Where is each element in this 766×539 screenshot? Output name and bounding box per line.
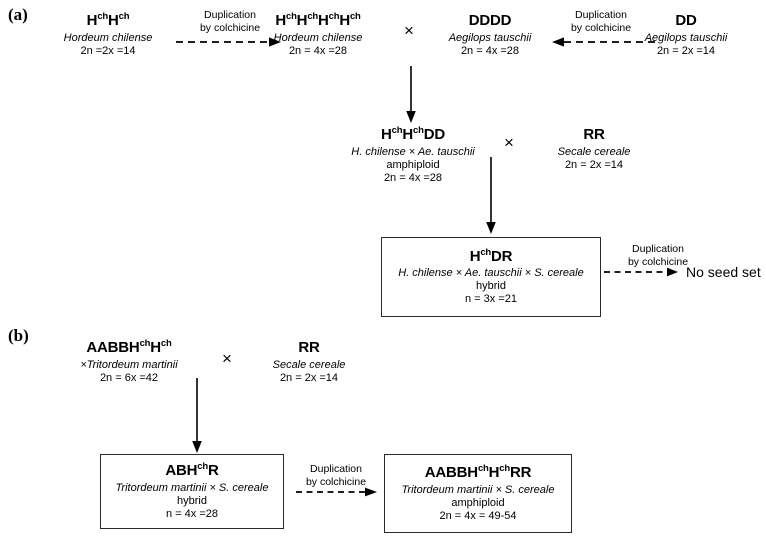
- node-ploidy: 2n = 4x = 49-54: [439, 509, 517, 522]
- arrow-caption-line2: by colchicine: [627, 255, 689, 268]
- node-ploidy: 2n =2x =14: [80, 44, 136, 57]
- arrow-caption-line1: Duplication: [204, 9, 256, 21]
- node-genome: RR: [583, 126, 605, 143]
- node-ploidy: n = 4x =28: [166, 507, 218, 520]
- node-species: Aegilops tauschii: [644, 31, 728, 44]
- cross-symbol-3: ×: [222, 349, 232, 368]
- node-secale-cereale-a: RR Secale cereale 2n = 2x =14: [528, 126, 660, 172]
- node-kind: amphiploid: [386, 158, 440, 171]
- dashed-arrow-left-1: [552, 37, 656, 47]
- node-genome: HchDR: [469, 246, 513, 265]
- node-kind: hybrid: [177, 494, 207, 507]
- node-ploidy: 2n = 6x =42: [99, 371, 159, 384]
- node-species: Hordeum chilense: [273, 31, 363, 44]
- dashed-arrow-right-2: [604, 267, 678, 277]
- node-ae-tauschii-4x: DDDD Aegilops tauschii 2n = 4x =28: [426, 12, 554, 58]
- node-genome: HchHch: [86, 11, 130, 29]
- node-genome: DDDD: [468, 12, 512, 29]
- node-species: Secale cereale: [557, 145, 631, 158]
- node-amphiploid-hchhchdd: HchHchDD H. chilense × Ae. tauschii amph…: [330, 126, 496, 185]
- node-species: Tritordeum martinii × S. cereale: [115, 481, 269, 494]
- node-genome: ABHchR: [165, 461, 219, 480]
- arrow-caption-line1: Duplication: [632, 243, 684, 255]
- arrow-caption-duplication-2: Duplication by colchicine: [546, 9, 656, 34]
- node-species: Secale cereale: [272, 358, 346, 371]
- down-arrow-2: [486, 157, 496, 234]
- node-ploidy: 2n = 2x =14: [656, 44, 716, 57]
- node-kind: amphiploid: [451, 496, 505, 509]
- node-ploidy: n = 3x =21: [465, 293, 517, 306]
- node-ploidy: 2n = 4x =28: [383, 171, 443, 184]
- cross-symbol-1: ×: [404, 21, 414, 40]
- node-species: H. chilense × Ae. tauschii × S. cereale: [398, 267, 584, 280]
- down-arrow-3: [192, 378, 202, 453]
- arrow-caption-line1: Duplication: [310, 463, 362, 475]
- node-ploidy: 2n = 4x =28: [460, 44, 520, 57]
- node-species: Aegilops tauschii: [448, 31, 532, 44]
- node-species: Hordeum chilense: [63, 31, 153, 44]
- down-arrow-1: [406, 66, 416, 123]
- panel-label-a: (a): [8, 5, 28, 24]
- node-tritordeum-martinii: AABBHchHch ×Tritordeum martinii 2n = 6x …: [46, 339, 212, 385]
- arrow-caption-line2: by colchicine: [199, 21, 261, 34]
- arrow-caption-line2: by colchicine: [570, 21, 632, 34]
- arrow-caption-line1: Duplication: [575, 9, 627, 21]
- panel-label-b: (b): [8, 326, 29, 345]
- node-species: Tritordeum martinii × S. cereale: [401, 483, 555, 496]
- node-genome: AABBHchHch: [86, 338, 172, 356]
- node-h-chilense-4x: HchHchHchHch Hordeum chilense 2n = 4x =2…: [238, 12, 398, 58]
- dashed-arrow-right-1: [176, 37, 281, 47]
- cross-symbol-2: ×: [504, 133, 514, 152]
- arrow-caption-duplication-1: Duplication by colchicine: [176, 9, 284, 34]
- node-ae-tauschii-2x: DD Aegilops tauschii 2n = 2x =14: [616, 12, 756, 58]
- node-ploidy: 2n = 2x =14: [279, 371, 339, 384]
- node-genome: HchHchDD: [381, 125, 445, 143]
- node-species: H. chilense × Ae. tauschii: [351, 145, 475, 158]
- arrow-caption-duplication-4: Duplication by colchicine: [296, 463, 376, 488]
- node-genome: AABBHchHchRR: [424, 463, 532, 482]
- node-kind: hybrid: [476, 280, 506, 293]
- terminal-no-seed-set: No seed set: [686, 264, 761, 280]
- node-amphiploid-aabbhchhchrr-box: AABBHchHchRR Tritordeum martinii × S. ce…: [384, 454, 572, 533]
- node-species: ×Tritordeum martinii: [80, 358, 178, 371]
- node-hybrid-abhchr-box: ABHchR Tritordeum martinii × S. cereale …: [100, 454, 284, 529]
- arrow-caption-line2: by colchicine: [305, 475, 367, 488]
- node-ploidy: 2n = 2x =14: [564, 158, 624, 171]
- node-genome: DD: [675, 12, 697, 29]
- dashed-arrow-right-3: [296, 487, 377, 497]
- node-ploidy: 2n = 4x =28: [288, 44, 348, 57]
- arrow-caption-duplication-3: Duplication by colchicine: [604, 243, 712, 268]
- node-secale-cereale-b: RR Secale cereale 2n = 2x =14: [243, 339, 375, 385]
- node-h-chilense-2x: HchHch Hordeum chilense 2n =2x =14: [40, 12, 176, 58]
- node-hybrid-hchdr-box: HchDR H. chilense × Ae. tauschii × S. ce…: [381, 237, 601, 317]
- node-genome: RR: [298, 339, 320, 356]
- node-genome: HchHchHchHch: [275, 11, 361, 29]
